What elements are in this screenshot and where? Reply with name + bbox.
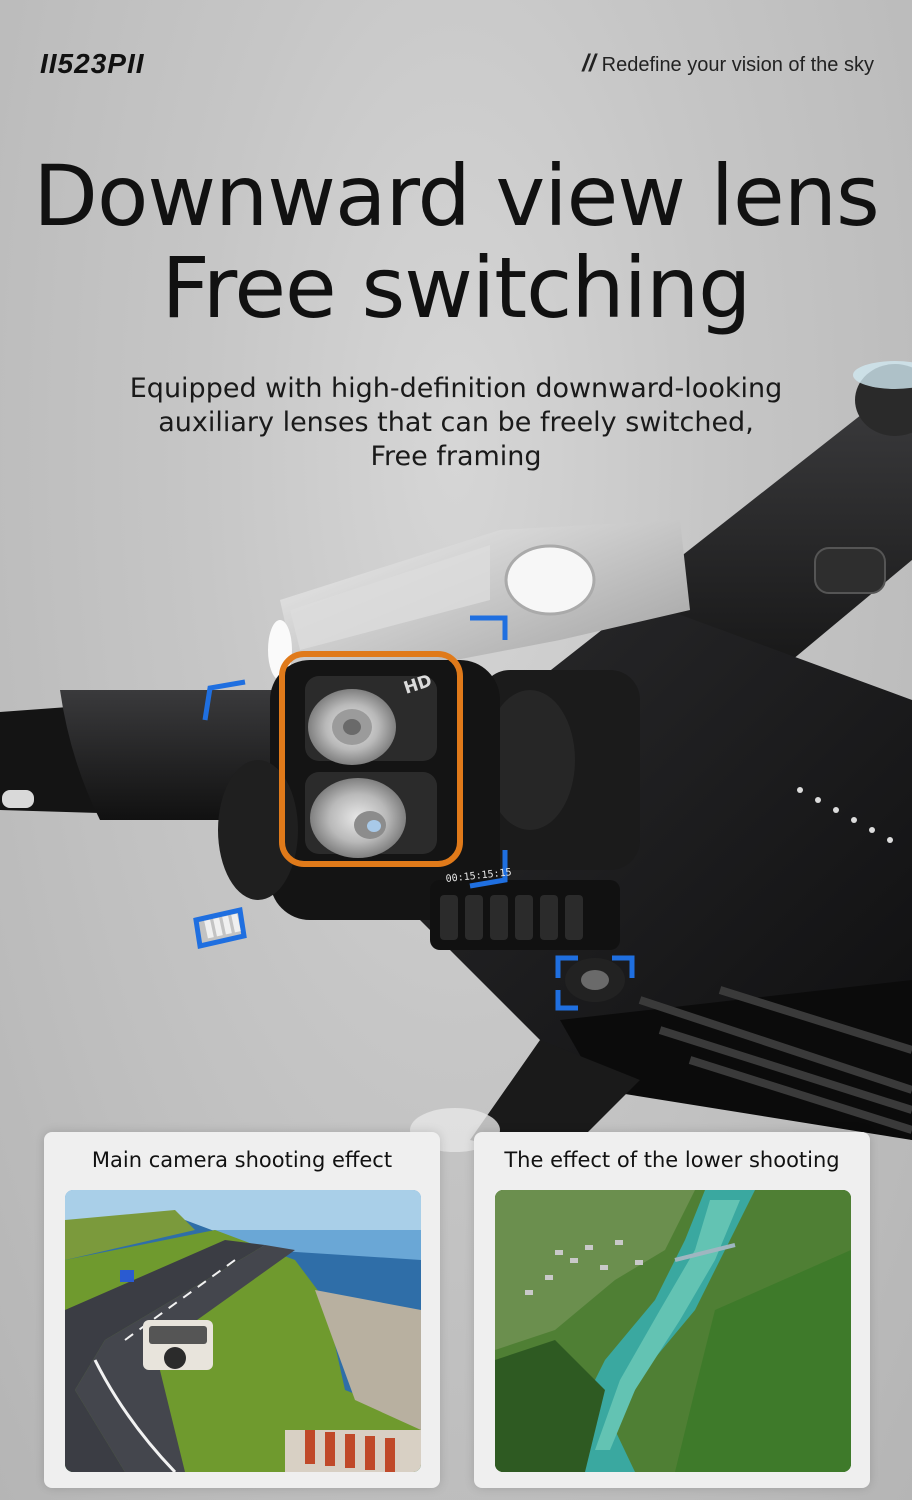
brand-logo: II523PII bbox=[40, 48, 145, 79]
battery-icon bbox=[193, 906, 247, 950]
main-camera-card: Main camera shooting effect bbox=[44, 1132, 440, 1488]
headline-line-2: Free switching bbox=[161, 239, 751, 337]
description: Equipped with high-definition downward-l… bbox=[0, 372, 912, 474]
main-camera-photo bbox=[65, 1190, 421, 1472]
description-line-2: auxiliary lenses that can be freely swit… bbox=[158, 407, 754, 438]
lower-camera-title: The effect of the lower shooting bbox=[504, 1148, 840, 1172]
headline-line-1: Downward view lens bbox=[33, 147, 879, 245]
headline: Downward view lens Free switching bbox=[0, 150, 912, 334]
lower-camera-card: The effect of the lower shooting bbox=[474, 1132, 870, 1488]
description-line-1: Equipped with high-definition downward-l… bbox=[129, 373, 783, 404]
tagline: //Redefine your vision of the sky bbox=[582, 50, 874, 78]
tagline-slash: // bbox=[582, 50, 596, 77]
tagline-text: Redefine your vision of the sky bbox=[601, 54, 874, 76]
lower-camera-photo bbox=[495, 1190, 851, 1472]
main-camera-title: Main camera shooting effect bbox=[91, 1148, 393, 1172]
description-line-3: Free framing bbox=[370, 441, 542, 472]
